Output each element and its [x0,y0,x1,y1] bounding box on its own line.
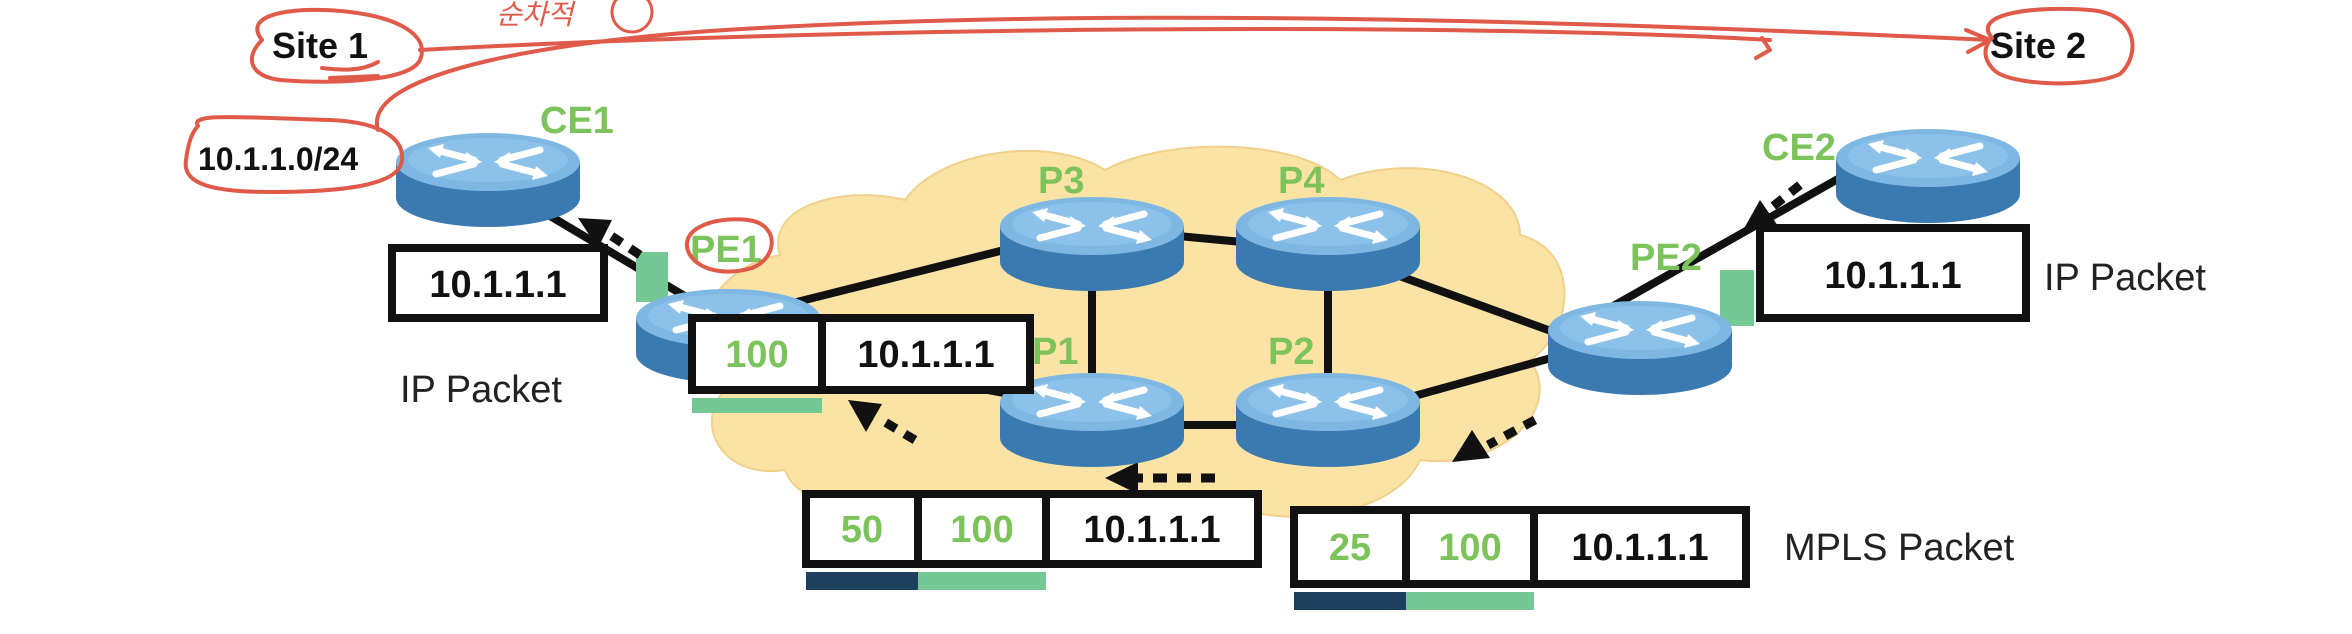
prefix-label: 10.1.1.0/24 [198,141,358,177]
ip-packet-right-caption: IP Packet [2044,257,2206,299]
ip-packet-left-caption: IP Packet [400,369,562,411]
mpls-packet-p1-inner-label: 100 [950,509,1013,551]
ip-packet-left-address: 10.1.1.1 [429,264,566,306]
handwritten-note: 순차적 [496,0,577,30]
router-label-ce1: CE1 [540,100,614,142]
mpls-packet-p1-outer-label: 50 [841,509,883,551]
mpls-packet-pe2-address: 10.1.1.1 [1571,527,1708,569]
router-label-ce2: CE2 [1762,127,1836,169]
handwritten-note-circle [610,0,654,34]
router-label-p1: P1 [1032,331,1078,373]
mpls-packet-pe1-label: 100 [725,334,788,376]
router-label-p3: P3 [1038,160,1084,202]
pe2-label-indicator [1720,270,1754,326]
flow-arrows [578,181,1803,494]
router-p3 [1000,197,1184,291]
router-ce2 [1836,129,2020,223]
mpls-packet-pe1: 100 10.1.1.1 [688,314,1034,413]
router-ce1 [396,133,580,227]
mpls-packet-pe2: 25 100 10.1.1.1 [1290,506,1750,610]
site-1-label: Site 1 [272,25,368,66]
router-label-p2: P2 [1268,331,1314,373]
ip-packet-left: 10.1.1.1 [388,244,608,322]
router-pe2 [1548,301,1732,395]
mpls-packet-p1-address: 10.1.1.1 [1083,509,1220,551]
router-label-p4: P4 [1278,160,1324,202]
mpls-packet-p1: 50 100 10.1.1.1 [802,490,1262,590]
ip-packet-right: 10.1.1.1 [1756,224,2030,322]
handwritten-annotations [183,6,2135,274]
router-p4 [1236,197,1420,291]
mpls-packet-pe2-outer-label: 25 [1329,527,1371,569]
router-p2 [1236,373,1420,467]
mpls-packet-pe1-address: 10.1.1.1 [857,334,994,376]
router-label-pe2: PE2 [1630,237,1702,279]
mpls-packet-pe2-inner-label: 100 [1438,527,1501,569]
pe1-label-indicator [636,252,668,302]
ip-packet-right-address: 10.1.1.1 [1824,255,1961,297]
mpls-packet-caption: MPLS Packet [1784,527,2015,569]
site-2-label: Site 2 [1990,25,2086,66]
